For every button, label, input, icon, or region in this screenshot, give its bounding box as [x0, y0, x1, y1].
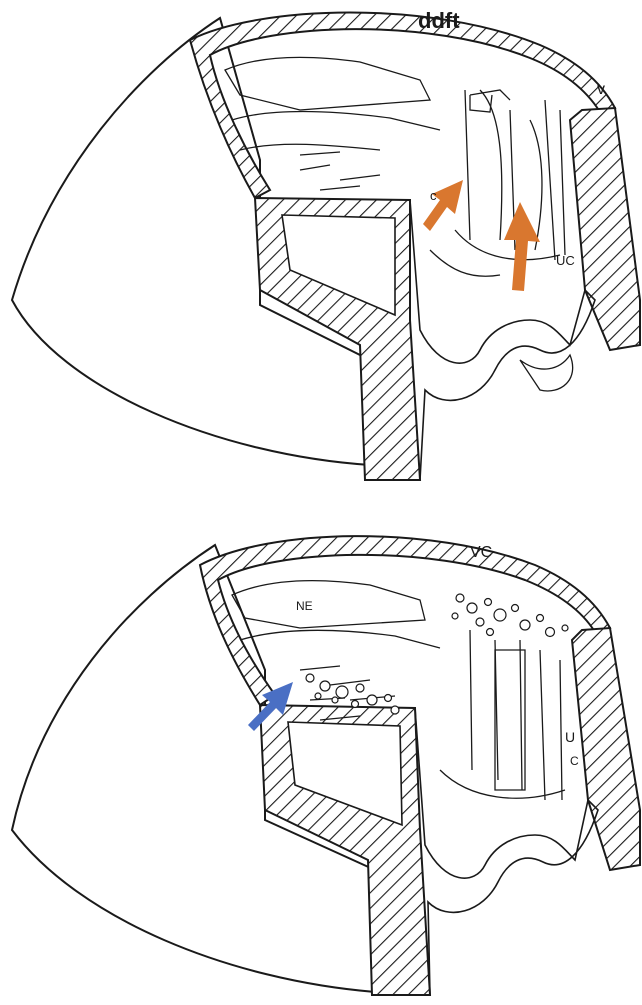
- orange-arrow-1: [423, 180, 463, 231]
- top-hoof-svg: ddft v UC c: [0, 0, 642, 500]
- label-vc: VC: [470, 544, 492, 561]
- orange-arrow-2: [504, 202, 540, 291]
- bottom-hoof-svg: VC NE U C: [0, 500, 642, 1005]
- top-hoof-diagram: ddft v UC c: [0, 0, 642, 500]
- cut-face-right: [570, 108, 640, 350]
- label-c: C: [570, 754, 579, 768]
- sole-band: [410, 200, 595, 480]
- label-uc: UC: [556, 253, 575, 268]
- hoof-wall-rim: [190, 13, 615, 199]
- label-ddft: ddft: [418, 8, 460, 33]
- label-ne: NE: [296, 599, 313, 613]
- sole-band: [415, 708, 598, 995]
- label-u: U: [565, 729, 575, 745]
- bottom-hoof-diagram: VC NE U C: [0, 500, 642, 1005]
- label-v: v: [597, 81, 605, 98]
- gas-bubbles: [306, 594, 568, 714]
- cut-face-right: [572, 628, 640, 870]
- label-c: c: [430, 188, 437, 203]
